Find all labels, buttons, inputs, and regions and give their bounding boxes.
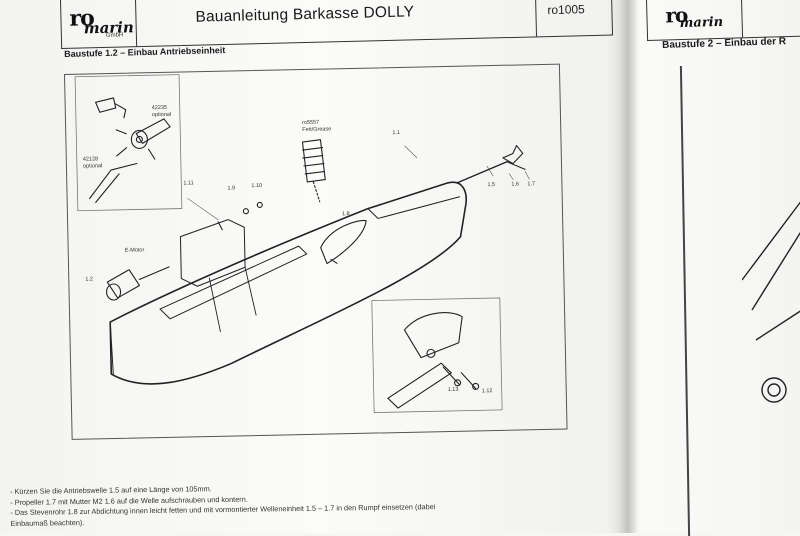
label-optional-1: optional <box>152 112 171 118</box>
page-header: ro marin GmbH Bauanleitung Barkasse DOLL… <box>60 0 614 49</box>
instructions-list: - Kürzen Sie die Antriebswelle 1.5 auf e… <box>10 478 631 529</box>
label-ro5557: ro5557 <box>302 120 319 126</box>
page-title: Bauanleitung Barkasse DOLLY <box>195 3 415 26</box>
left-page: ro marin GmbH Bauanleitung Barkasse DOLL… <box>10 0 614 527</box>
drawing-frame: 42235 optional 42128 optional ro5557 Fet… <box>64 63 568 440</box>
label-42235: 42235 <box>152 105 167 111</box>
leader-lines <box>187 145 530 221</box>
label-42128: 42128 <box>83 156 98 162</box>
inset-motor-detail <box>74 74 183 212</box>
right-frame-edge <box>679 66 691 536</box>
book-spine <box>618 0 636 533</box>
label-e-motor: E-Motor <box>125 247 145 253</box>
right-page: ro marin Baustufe 2 – Einbau der R <box>632 0 800 536</box>
label-1-13: 1.13 <box>448 387 459 393</box>
label-1-1: 1.1 <box>392 130 400 136</box>
label-1-8: 1.8 <box>342 211 350 217</box>
right-logo-marin: marin <box>679 14 724 32</box>
grease-tube <box>301 139 326 203</box>
motor-assembly <box>106 266 170 301</box>
label-optional-2: optional <box>83 163 102 169</box>
label-grease: Fett/Grease <box>302 126 331 133</box>
number-value: ro1005 <box>547 2 585 18</box>
hull <box>109 181 467 385</box>
label-1-9: 1.9 <box>227 185 235 191</box>
right-page-drawing <box>742 201 800 403</box>
label-1-11: 1.11 <box>183 180 193 186</box>
inset-rudder-detail <box>371 297 503 413</box>
label-1-12: 1.12 <box>482 388 493 394</box>
right-header-divider <box>740 0 744 38</box>
label-1-5: 1.5 <box>487 182 495 188</box>
label-1-7: 1.7 <box>527 181 535 187</box>
stern-tube <box>320 219 367 265</box>
logo-sub-text: GmbH <box>105 32 124 39</box>
number-cell: Nr ro1005 <box>535 0 612 36</box>
shaft-propeller <box>456 144 526 184</box>
right-page-header: ro marin <box>646 0 800 41</box>
title-cell: Bauanleitung Barkasse DOLLY <box>134 0 538 47</box>
assembly-drawing: 42235 optional 42128 optional ro5557 Fet… <box>74 74 535 413</box>
label-1-2: 1.2 <box>85 276 93 282</box>
romarin-logo: ro marin GmbH <box>60 0 138 48</box>
small-parts <box>217 201 263 231</box>
label-1-10: 1.10 <box>251 183 262 189</box>
label-1-6: 1.6 <box>511 181 519 187</box>
